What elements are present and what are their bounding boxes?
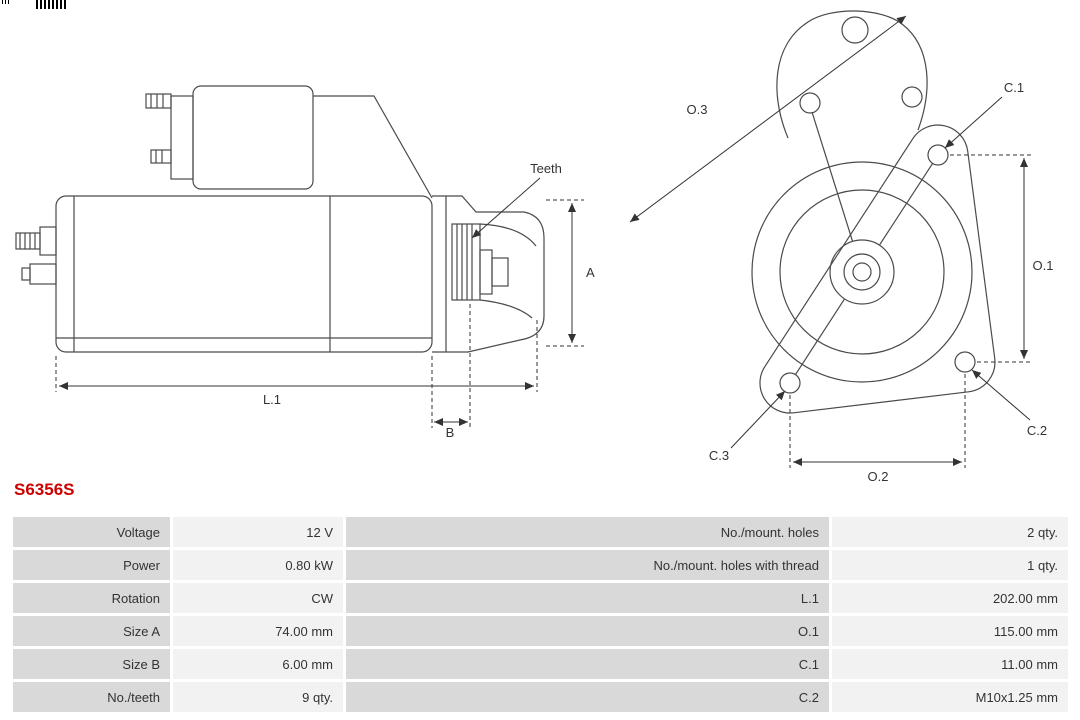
dim-line-o3 [629,15,907,223]
spec-value: 12 V [173,517,343,547]
spec-label: No./mount. holes [346,517,829,547]
shaft-boss [829,239,895,305]
spec-label: Size B [13,649,170,679]
spec-value: 9 qty. [173,682,343,712]
top-bracket-hole [841,16,869,44]
part-number: S6356S [14,480,75,499]
spec-value: 0.80 kW [173,550,343,580]
dim-label-c3: C.3 [709,448,729,463]
leader-c1 [944,96,1003,149]
dim-label-c2: C.2 [1027,423,1047,438]
side-view-dimensions [55,177,584,428]
front-view-drawing [751,10,996,414]
motor-face-inner [779,189,945,355]
mounting-hole-c1 [927,144,949,166]
spec-value: 6.00 mm [173,649,343,679]
spec-value: 11.00 mm [832,649,1068,679]
spec-value: 202.00 mm [832,583,1068,613]
mounting-flange [759,124,996,414]
side-view-drawing [15,85,545,353]
dim-label-teeth: Teeth [530,161,562,176]
leader-c3 [730,390,786,449]
spec-value: 2 qty. [832,517,1068,547]
dim-label-o3: O.3 [687,102,708,117]
solenoid [145,85,314,190]
mounting-hole-c3 [779,372,801,394]
spec-label: No./teeth [13,682,170,712]
spec-label: Rotation [13,583,170,613]
ear-hole-right [901,86,923,108]
ear-hole-left [799,92,821,114]
front-view-dimensions [629,15,1032,468]
spec-row: Size A 74.00 mm O.1 115.00 mm [13,616,1068,646]
spec-value: 1 qty. [832,550,1068,580]
barcode-fragment-icon [2,0,11,4]
spec-value: 115.00 mm [832,616,1068,646]
spec-row: Power 0.80 kW No./mount. holes with thre… [13,550,1068,580]
leader-c2 [971,369,1031,421]
spec-label: Voltage [13,517,170,547]
mounting-hole-c2 [954,351,976,373]
shaft-center [852,262,872,282]
teeth-leader-line [471,177,541,239]
spec-label: C.1 [346,649,829,679]
spec-value: 74.00 mm [173,616,343,646]
dim-label-c1: C.1 [1004,80,1024,95]
shaft-collar [843,253,881,291]
dim-label-b: B [446,425,455,440]
motor-face-outer [751,161,973,383]
spec-label: Power [13,550,170,580]
rear-terminal-studs [15,226,57,285]
spec-row: No./teeth 9 qty. C.2 M10x1.25 mm [13,682,1068,712]
dimension-labels: Teeth A L.1 B O.3 C.1 O.1 C.2 C.3 O.2 [263,80,1054,484]
top-bracket [776,10,928,139]
dim-label-o2: O.2 [868,469,889,484]
pinion-gear [451,223,509,301]
spec-row: Voltage 12 V No./mount. holes 2 qty. [13,517,1068,547]
spec-value: M10x1.25 mm [832,682,1068,712]
technical-drawing: Teeth A L.1 B O.3 C.1 O.1 C.2 C.3 O.2 [15,10,1054,484]
spec-label: C.2 [346,682,829,712]
drive-bracket [313,95,433,199]
spec-row: Size B 6.00 mm C.1 11.00 mm [13,649,1068,679]
spec-value: CW [173,583,343,613]
spec-label: O.1 [346,616,829,646]
drive-end-housing [432,195,545,353]
spec-label: No./mount. holes with thread [346,550,829,580]
motor-body [55,195,433,353]
spec-table: Voltage 12 V No./mount. holes 2 qty. Pow… [10,514,1071,715]
spec-row: Rotation CW L.1 202.00 mm [13,583,1068,613]
dim-label-o1: O.1 [1033,258,1054,273]
dim-label-l1: L.1 [263,392,281,407]
dim-label-a: A [586,265,595,280]
barcode-icon [36,0,68,9]
spec-label: Size A [13,616,170,646]
spec-label: L.1 [346,583,829,613]
